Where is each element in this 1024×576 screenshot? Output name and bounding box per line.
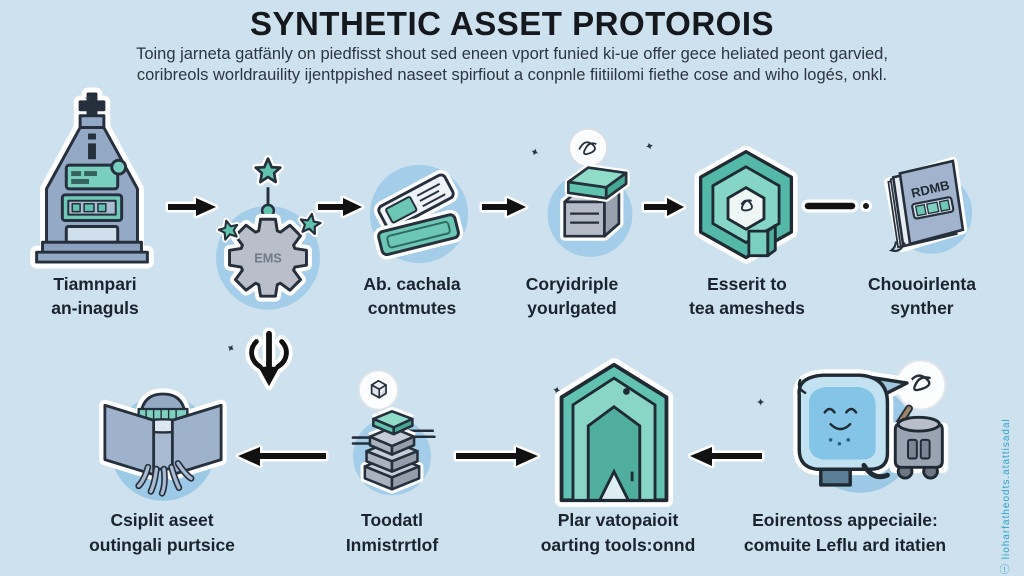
item-label: Coryidriple yourlgated: [487, 272, 657, 320]
flow-arrow-right-icon: [478, 192, 530, 222]
label-line-2: Inmistrrtlof: [345, 535, 439, 555]
page-title: SYNTHETIC ASSET PROTOROIS: [249, 5, 775, 42]
subtitle-line-1: Toing jarneta gatfänly on piedfisst shou…: [136, 45, 888, 63]
dash-connector-icon: [801, 194, 874, 218]
flow-arrow-left-icon: [684, 440, 766, 472]
item-label: Chouoirlenta synther: [837, 272, 1007, 320]
label-line-2: synther: [890, 298, 954, 318]
star-icon: [215, 154, 324, 243]
flow-arrow-right-icon: [452, 440, 544, 472]
label-line-1: Eoirentoss appeciaile:: [752, 510, 938, 530]
hexagon-icon: [694, 145, 798, 268]
item-label: Csiplit aseet outingali purtsice: [72, 508, 252, 558]
label-line-2: contmutes: [367, 298, 457, 318]
scribble-badge-icon: [568, 127, 609, 168]
portal-door-icon: [552, 358, 676, 508]
label-line-1: Csiplit aseet: [110, 510, 214, 530]
subtitle-line-2: coribreols worldrauility ijentppished na…: [136, 66, 888, 84]
sparkle-icon: ✦: [756, 397, 766, 409]
label-line-1: Toodatl: [361, 510, 423, 530]
flow-arrow-right-icon: [640, 192, 688, 222]
flow-arrow-down-icon: [240, 327, 298, 392]
label-line-1: Plar vatopaioit: [557, 510, 679, 530]
item-label: Tiamnpari an-inaguls: [5, 272, 185, 320]
item-label: Plar vatopaioit oarting tools:onnd: [523, 508, 713, 558]
item-label: Toodatl Inmistrrtlof: [307, 508, 477, 558]
label-line-1: Chouoirlenta: [868, 274, 976, 294]
gear-badge-text: EMS: [254, 251, 282, 266]
book-octopus-icon: [88, 372, 238, 506]
label-line-1: Coryidriple: [525, 274, 619, 294]
layer-stack-icon: [336, 368, 448, 508]
cube-stack-icon: [532, 126, 648, 266]
flow-arrow-right-icon: [164, 192, 220, 222]
bank-building-icon: [22, 87, 162, 269]
whale-machine-icon: [762, 358, 958, 508]
sparkle-icon: ✦: [84, 93, 94, 105]
label-line-2: oarting tools:onnd: [540, 535, 696, 555]
item-label: Eoirentoss appeciaile: comuite Leflu ard…: [725, 508, 965, 558]
gear-ems-icon: EMS: [208, 152, 328, 338]
flow-arrow-right-icon: [314, 192, 366, 222]
flow-arrow-left-icon: [232, 440, 330, 472]
sparkle-icon: ✦: [643, 139, 656, 154]
label-line-1: Tiamnpari: [53, 274, 137, 294]
rdmb-book-icon: RDMB: [876, 144, 980, 270]
item-label: Ab. cachala contmutes: [327, 272, 497, 320]
label-line-2: comuite Leflu ard itatien: [743, 535, 947, 555]
label-line-2: an-inaguls: [51, 298, 139, 318]
label-line-2: outingali purtsice: [89, 535, 235, 555]
item-label: Esserit to tea amesheds: [662, 272, 832, 320]
label-line-1: Ab. cachala: [363, 274, 461, 294]
tickets-icon: [360, 160, 478, 268]
sparkle-icon: ✦: [223, 341, 238, 357]
label-line-2: yourlgated: [527, 298, 617, 318]
label-line-2: tea amesheds: [689, 298, 805, 318]
watermark-text: ⓘ lioharfatheodts.atattisadal: [1001, 418, 1012, 574]
label-line-1: Esserit to: [707, 274, 787, 294]
